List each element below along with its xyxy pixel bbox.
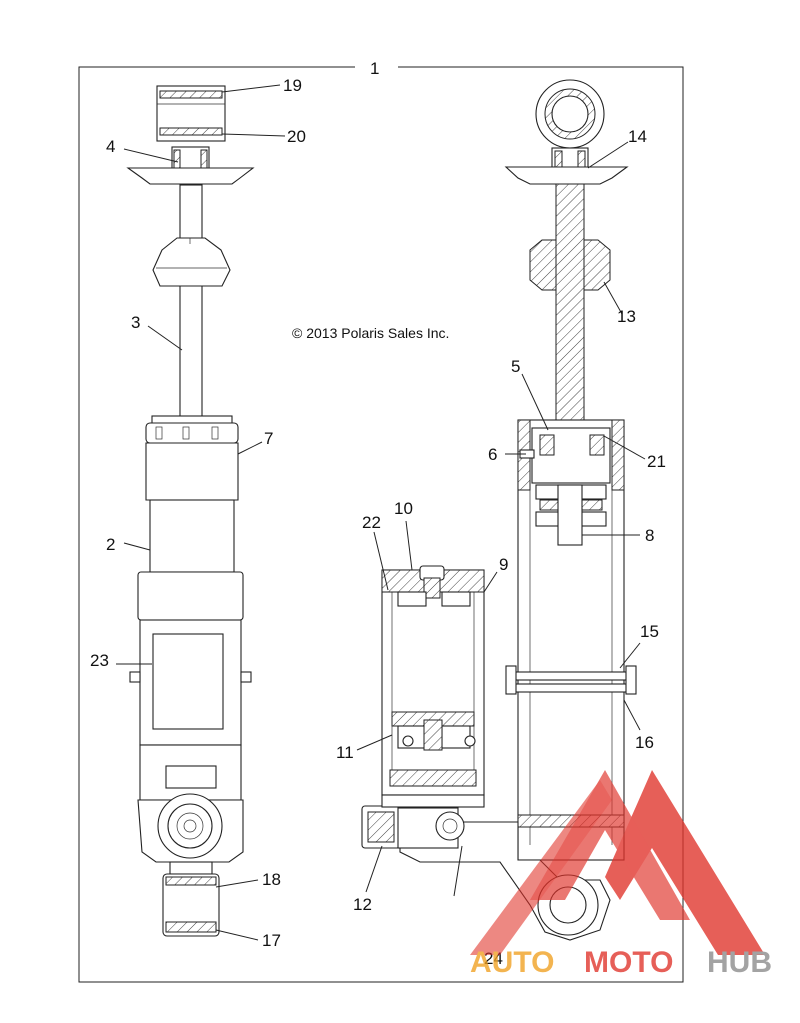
callout-23: 23 <box>90 651 109 670</box>
watermark-text-auto: AUTO <box>470 946 554 979</box>
watermark-text-hub: HUB <box>707 946 772 979</box>
callout-8: 8 <box>645 526 654 545</box>
callout-21: 21 <box>647 452 666 471</box>
callout-3: 3 <box>131 313 140 332</box>
callout-10: 10 <box>394 499 413 518</box>
callout-7: 7 <box>264 429 273 448</box>
callout-19: 19 <box>283 76 302 95</box>
callout-16: 16 <box>635 733 654 752</box>
callout-labels: 1 2 3 4 5 6 7 8 9 10 11 12 13 14 15 16 1… <box>90 59 666 968</box>
callout-15: 15 <box>640 622 659 641</box>
callout-12: 12 <box>353 895 372 914</box>
shock-section-view <box>361 79 637 941</box>
callout-22: 22 <box>362 513 381 532</box>
callout-9: 9 <box>499 555 508 574</box>
shock-exterior-view <box>126 85 255 937</box>
callout-18: 18 <box>262 870 281 889</box>
callout-14: 14 <box>628 127 647 146</box>
callout-2: 2 <box>106 535 115 554</box>
callout-13: 13 <box>617 307 636 326</box>
callout-6: 6 <box>488 445 497 464</box>
copyright-text: © 2013 Polaris Sales Inc. <box>292 325 449 341</box>
callout-5: 5 <box>511 357 520 376</box>
callout-11: 11 <box>336 743 354 762</box>
callout-1: 1 <box>370 59 379 78</box>
frame-border <box>78 66 684 983</box>
callout-17: 17 <box>262 931 281 950</box>
watermark-text-moto: MOTO <box>584 946 673 979</box>
callout-4: 4 <box>106 137 115 156</box>
callout-20: 20 <box>287 127 306 146</box>
leader-lines <box>116 84 646 941</box>
watermark-logo: AUTO MOTO HUB <box>470 770 772 979</box>
